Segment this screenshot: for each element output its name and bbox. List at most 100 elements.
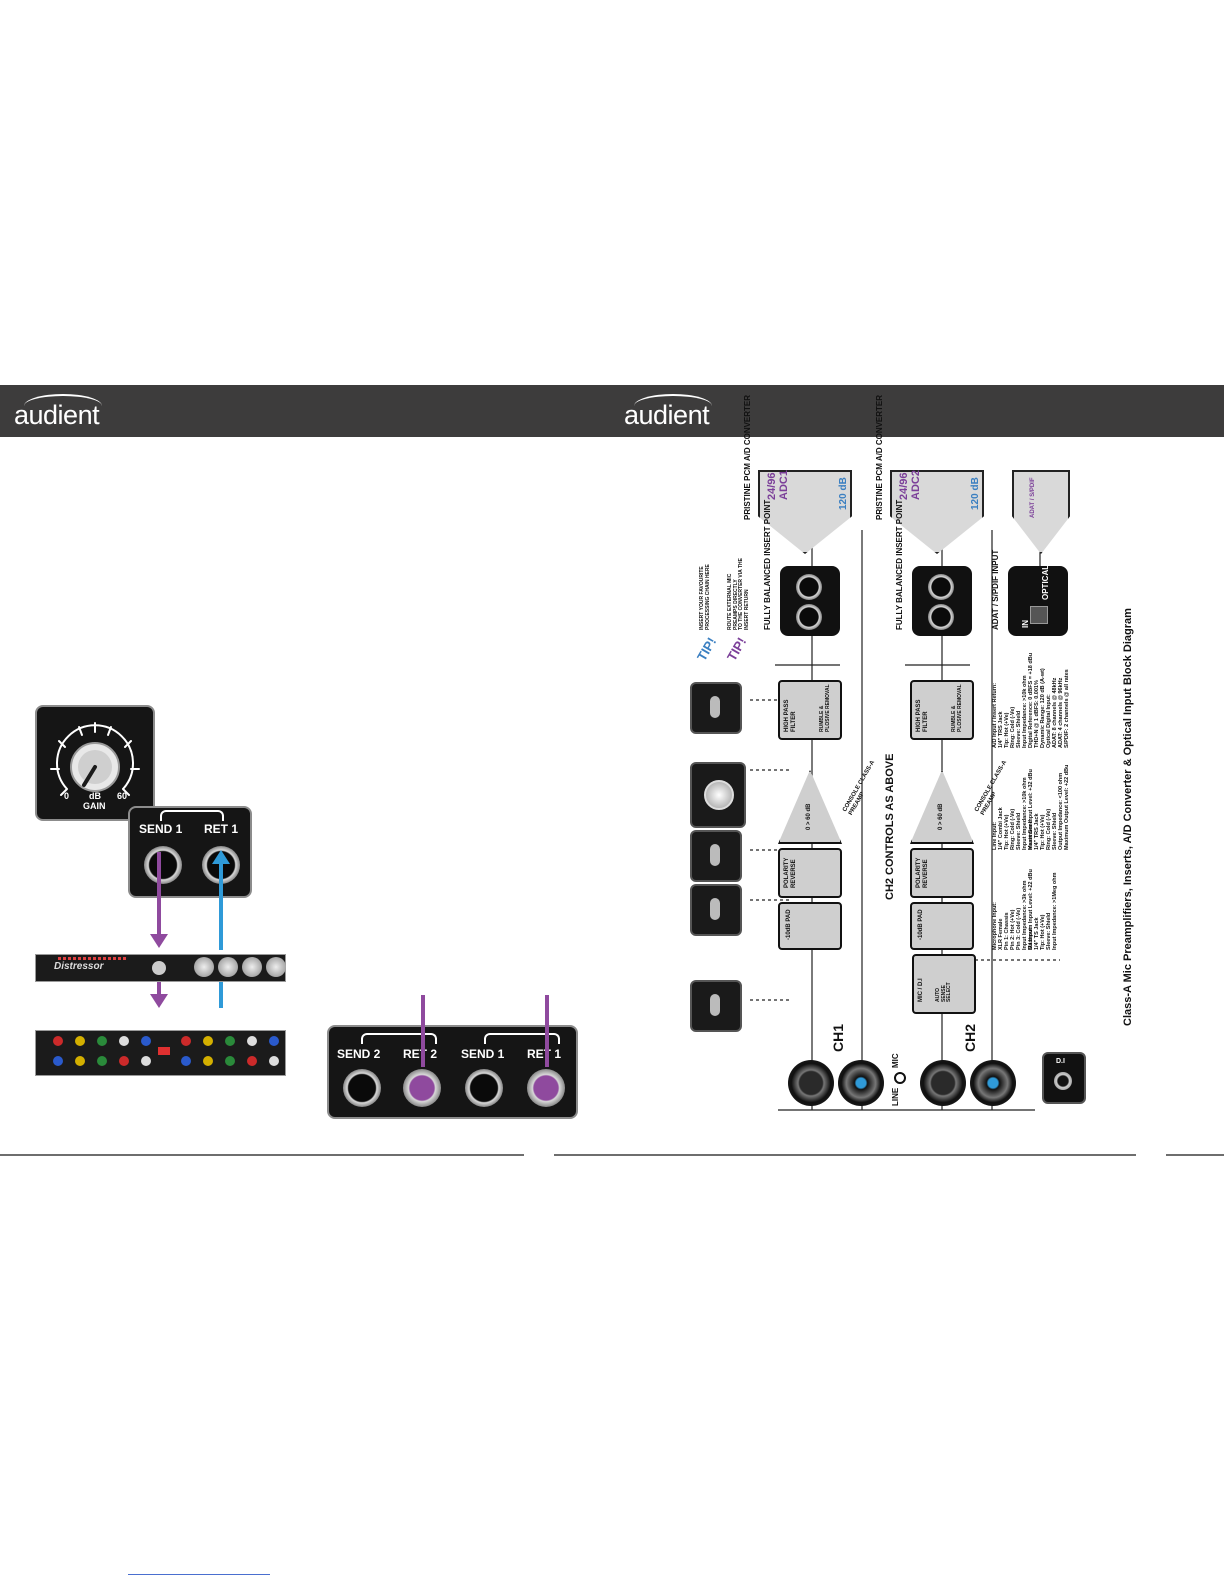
gain-label: GAIN	[83, 801, 106, 811]
tip-note-1: INSERT YOUR FAVOURITE PROCESSING CHAIN H…	[699, 564, 711, 630]
insert-panel-small: SEND 1 RET 1	[128, 806, 252, 898]
patch-cable-ret2	[421, 995, 425, 1067]
send-1-label: SEND 1	[461, 1047, 505, 1061]
logo-arc	[634, 394, 712, 406]
ch2-xlr-connector	[920, 1060, 966, 1106]
di-jack	[1054, 1072, 1072, 1090]
bracket-ch1	[484, 1033, 560, 1044]
adc2-spec: 24/96	[898, 472, 910, 500]
insert2-block	[912, 566, 972, 636]
hpf2-name: HIGH PASS FILTER	[916, 699, 929, 732]
ret-1-label: RET 1	[204, 822, 239, 836]
rack-knob	[218, 957, 238, 977]
gain-knob-graphic	[50, 722, 140, 796]
send-2-label: SEND 2	[337, 1047, 381, 1061]
ch2-combo-connector	[970, 1060, 1016, 1106]
polarity2-block	[910, 848, 974, 898]
rack-meter	[58, 957, 128, 960]
signal-arrows-left	[150, 850, 230, 1008]
adc1-range: 120 dB	[838, 477, 849, 510]
pad2-label: -10dB PAD	[918, 909, 924, 940]
rack-knob	[194, 957, 214, 977]
hpf1-sub: RUMBLE & PLOSIVE REMOVAL	[819, 684, 831, 732]
toggle-switch-icon	[710, 994, 720, 1016]
mic-di-block	[912, 954, 976, 1014]
adc2-heading: PRISTINE PCM A/D CONVERTER	[875, 394, 884, 520]
optical-in-label: IN	[1021, 620, 1030, 628]
rack-knob	[266, 957, 286, 977]
gain-max-label: 60	[117, 791, 128, 801]
footer-link-underline	[128, 1574, 270, 1575]
header-bar	[0, 385, 1224, 437]
adc2-name: ADC2	[910, 470, 922, 500]
mic-di-name: MIC / D.I	[918, 978, 924, 1002]
ch2-controls-note: CH2 CONTROLS AS ABOVE	[884, 753, 896, 900]
di-input-box: D.I	[1042, 1052, 1086, 1104]
insert1-block	[780, 566, 840, 636]
bracket-ch2	[361, 1033, 437, 1044]
spec-optical: Optical Digital Input: ADAT: 8 channels …	[1046, 669, 1071, 748]
insert2-heading: FULLY BALANCED INSERT POINT	[895, 499, 904, 630]
gain-knob-panel: 0 dB 60 GAIN	[35, 705, 155, 821]
logo-text: audient	[14, 400, 100, 430]
optical-opt-label: OPTICAL	[1041, 564, 1050, 600]
adc2-range: 120 dB	[970, 477, 981, 510]
ret-2-jack[interactable]	[403, 1069, 441, 1107]
phantom-switch-box	[690, 980, 742, 1032]
pad1-label: -10dB PAD	[786, 909, 792, 940]
gain-unit-label: dB	[89, 791, 101, 801]
gain-dial-icon	[704, 780, 734, 810]
ch1-combo-connector	[838, 1060, 884, 1106]
hpf1-name: HIGH PASS FILTER	[784, 699, 797, 732]
adc1-spec: 24/96	[766, 472, 778, 500]
ret-2-label: RET 2	[403, 1047, 438, 1061]
polarity1-block	[778, 848, 842, 898]
toggle-switch-icon	[710, 898, 720, 920]
toggle-switch-icon	[710, 844, 720, 866]
insert-panel-wide: SEND 2 RET 2 SEND 1 RET 1	[327, 1025, 578, 1119]
adc1-heading: PRISTINE PCM A/D CONVERTER	[743, 394, 752, 520]
diagram-title: Class-A Mic Preamplifiers, Inserts, A/D …	[1122, 608, 1134, 1026]
spec-insert-send: Insert Send: 1/4" TRS Jack Tip: Hot (+Ve…	[1028, 764, 1071, 850]
send-1-jack[interactable]	[144, 846, 182, 884]
spec-di: D.I Input: 1/4" TS Jack Tip: Hot (+Ve) S…	[1028, 872, 1059, 950]
insert2-send-jack	[928, 604, 954, 630]
line-mic-selector-icon	[894, 1072, 906, 1084]
optical-port	[1030, 606, 1048, 624]
insert1-send-jack	[796, 604, 822, 630]
gain-dial-box	[690, 762, 746, 828]
hpf2-sub: RUMBLE & PLOSIVE REMOVAL	[951, 684, 963, 732]
gain-min-label: 0	[64, 791, 70, 801]
optical-input-block	[1008, 566, 1068, 636]
hpf2-block	[910, 680, 974, 740]
ret-1-jack[interactable]	[527, 1069, 565, 1107]
footer-rule-right	[1166, 1154, 1224, 1156]
insert1-ret-jack	[796, 574, 822, 600]
rack-knob	[242, 957, 262, 977]
spec-ad: A/D Input / Insert Return: 1/4" TRS Jack…	[992, 652, 1047, 748]
send-2-jack[interactable]	[343, 1069, 381, 1107]
ch1-label: CH1	[830, 1023, 846, 1052]
block-diagram-area: 24/96 ADC1 120 dB PRISTINE PCM A/D CONVE…	[690, 395, 1150, 1150]
optical-heading: ADAT / S/PDIF INPUT	[991, 549, 1000, 630]
brand-logo-right: audient	[622, 392, 722, 432]
pad-switch-box	[690, 884, 742, 936]
line-label: LINE	[891, 1087, 900, 1106]
ret-1-label: RET 1	[527, 1047, 562, 1061]
rack-unit-eq	[35, 1030, 286, 1076]
toggle-switch-icon	[710, 696, 720, 718]
logo-text: audient	[624, 400, 710, 430]
send-1-label: SEND 1	[139, 822, 183, 836]
footer-rule-left	[0, 1154, 524, 1156]
polarity-switch-box	[690, 830, 742, 882]
polarity1-label: POLARITY REVERSE	[784, 857, 797, 888]
preamp1-gain: 0 > 60 dB	[806, 803, 812, 830]
rack-unit-compressor: Distressor	[35, 954, 286, 982]
tip-note-2: ROUTE EXTERNAL MIC PREAMPS DIRECTLY TO T…	[727, 558, 750, 630]
send-1-jack[interactable]	[465, 1069, 503, 1107]
insert2-ret-jack	[928, 574, 954, 600]
eq-knobs	[53, 1036, 279, 1066]
polarity2-label: POLARITY REVERSE	[916, 857, 929, 888]
patch-cable-ret1	[545, 995, 549, 1067]
footer-rule-mid	[554, 1154, 1136, 1156]
